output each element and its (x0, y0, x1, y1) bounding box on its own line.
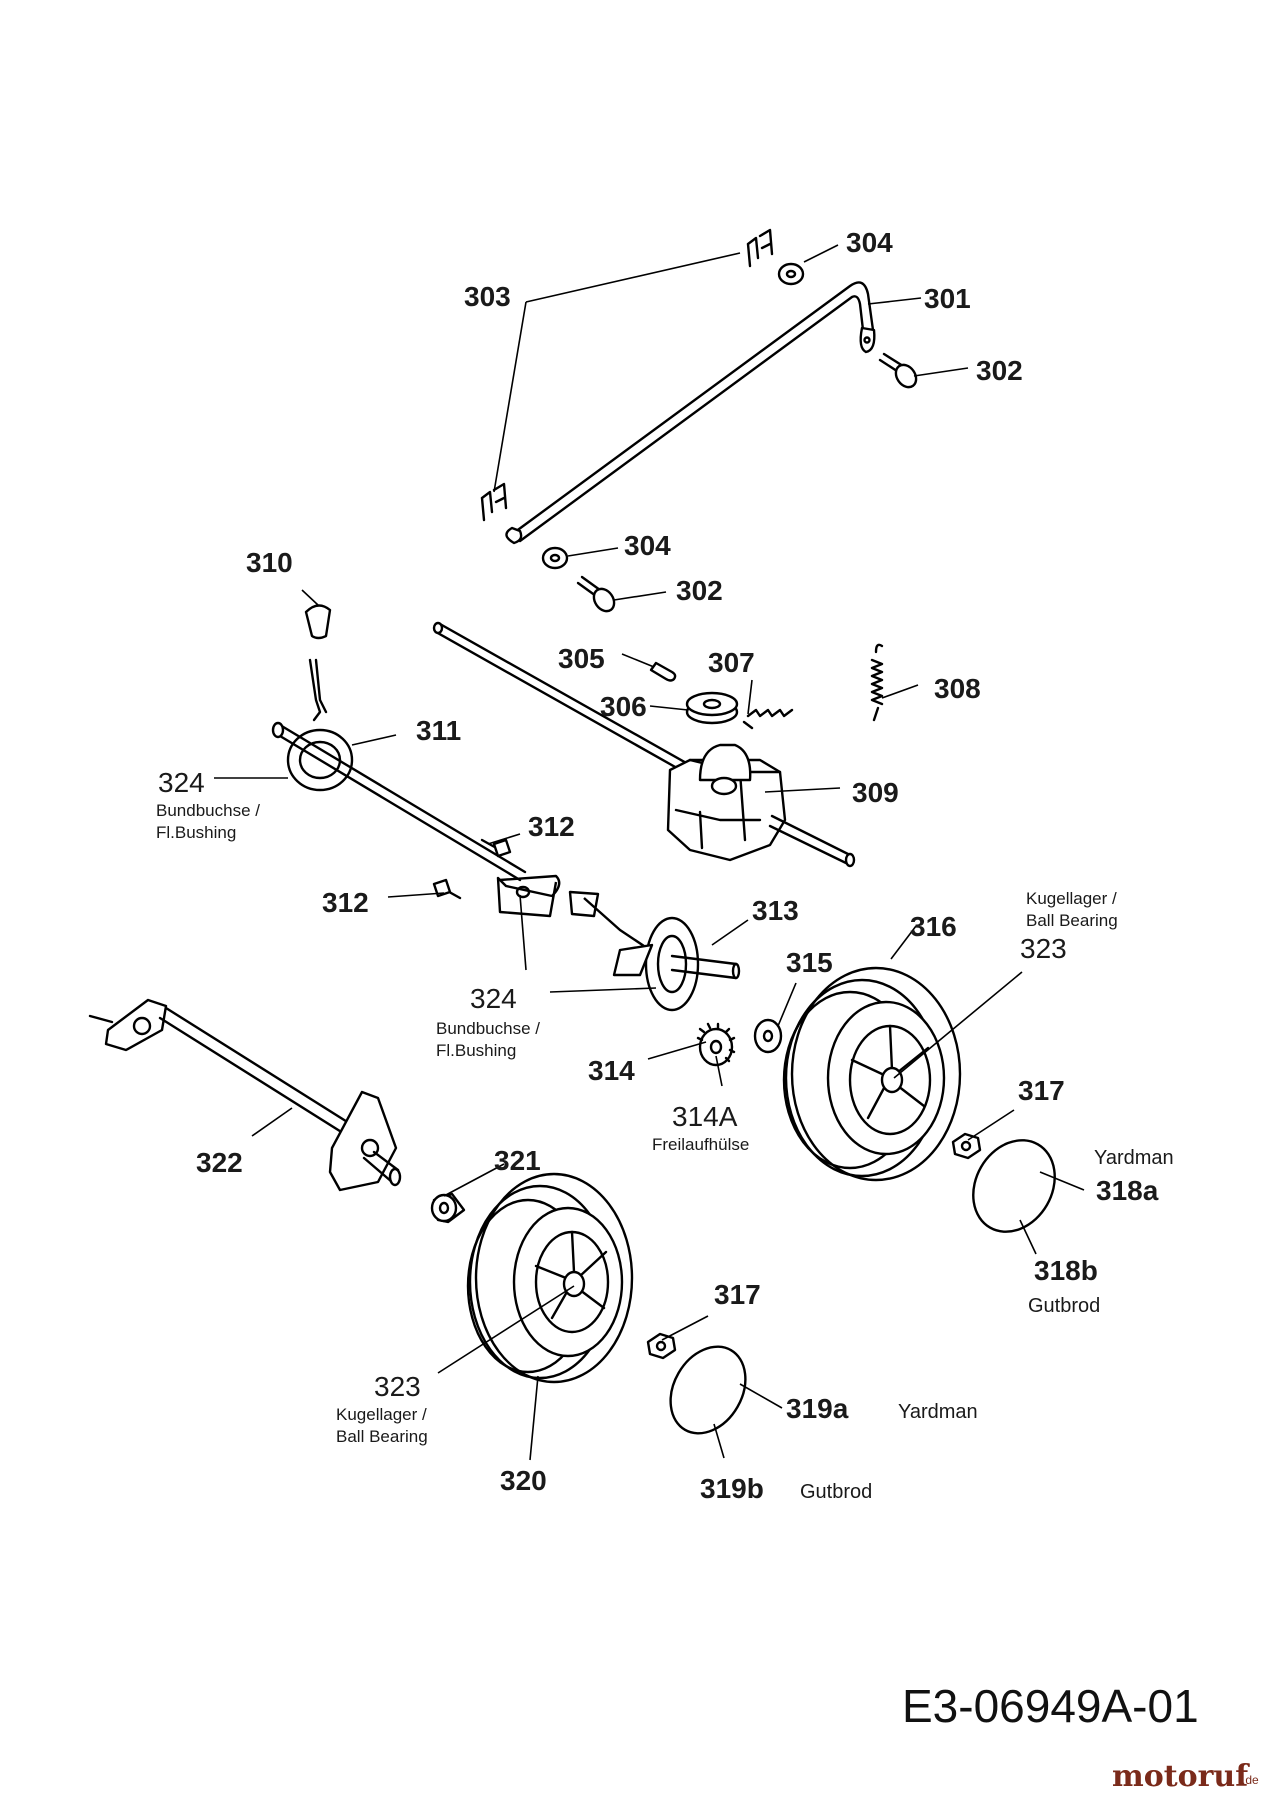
note-319b: Gutbrod (800, 1481, 872, 1503)
callout-302-upper: 302 (976, 355, 1023, 386)
callout-305: 305 (558, 643, 605, 674)
part-319-hub-cap (669, 1345, 747, 1435)
callout-304-upper: 304 (846, 227, 893, 258)
note-323-right-line1: Kugellager / (1026, 889, 1117, 908)
part-307-spring-small (742, 708, 794, 730)
note-314A: Freilaufhülse (652, 1135, 749, 1154)
part-312-screw-upper (480, 838, 512, 858)
part-304-washer-upper (777, 262, 805, 286)
note-323-left-line2: Ball Bearing (336, 1427, 428, 1446)
callout-322: 322 (196, 1147, 243, 1178)
callout-317-right: 317 (1018, 1075, 1065, 1106)
callout-notes: Bundbuchse / Fl.Bushing Bundbuchse / Fl.… (156, 801, 1174, 1503)
callout-316: 316 (910, 911, 957, 942)
note-319a: Yardman (898, 1401, 978, 1423)
document-number: E3-06949A-01 (902, 1680, 1199, 1732)
callout-323-left: 323 (374, 1371, 421, 1402)
callout-307: 307 (708, 647, 755, 678)
watermark-tld: .de (1242, 1773, 1259, 1787)
part-320-wheel (466, 1172, 634, 1384)
callout-301: 301 (924, 283, 971, 314)
part-303-clip-lower (480, 482, 508, 522)
callout-308: 308 (934, 673, 981, 704)
note-323-left-line1: Kugellager / (336, 1405, 427, 1424)
callout-304-lower: 304 (624, 530, 671, 561)
callout-318b: 318b (1034, 1255, 1098, 1286)
part-317-nut-right (951, 1132, 982, 1160)
part-309-shaft (432, 621, 706, 783)
callout-317-left: 317 (714, 1279, 761, 1310)
callout-324-center: 324 (470, 983, 517, 1014)
callout-labels: 303 304 301 302 304 302 310 305 307 308 … (158, 227, 1159, 1504)
callout-312-upper: 312 (528, 811, 575, 842)
note-324-left-line2: Fl.Bushing (156, 823, 236, 842)
callout-320: 320 (500, 1465, 547, 1496)
callout-318a: 318a (1096, 1175, 1159, 1206)
callout-319b: 319b (700, 1473, 764, 1504)
note-318a: Yardman (1094, 1147, 1174, 1169)
part-324-bracket-plate (496, 874, 561, 918)
note-324-center-line2: Fl.Bushing (436, 1041, 516, 1060)
callout-319a: 319a (786, 1393, 849, 1424)
part-302-pin-lower (576, 575, 616, 613)
part-322-front-axle (88, 998, 402, 1192)
watermark-brand: motoruf (1112, 1759, 1250, 1794)
callout-306: 306 (600, 691, 647, 722)
callout-323-right: 323 (1020, 933, 1067, 964)
callout-303: 303 (464, 281, 511, 312)
part-321-spacer (430, 1192, 466, 1224)
callout-313: 313 (752, 895, 799, 926)
callout-321: 321 (494, 1145, 541, 1176)
part-301-lever-rod (505, 281, 876, 545)
note-324-left-line1: Bundbuchse / (156, 801, 260, 820)
callout-309: 309 (852, 777, 899, 808)
motoruf-watermark: motoruf .de (1112, 1759, 1259, 1794)
part-314-gear (696, 1022, 736, 1067)
part-310-knob (304, 604, 332, 640)
part-311-lever-disc (271, 658, 527, 882)
callout-324-left: 324 (158, 767, 205, 798)
callout-314A: 314A (672, 1101, 738, 1132)
part-315-washer (753, 1018, 783, 1054)
part-309-gearbox (666, 743, 856, 868)
part-305-roll-pin (649, 661, 677, 682)
part-316-wheel (782, 966, 962, 1182)
note-324-center-line1: Bundbuchse / (436, 1019, 540, 1038)
note-318b: Gutbrod (1028, 1295, 1100, 1317)
leader-lines (214, 244, 1085, 1461)
part-303-clip-upper (746, 228, 774, 268)
callout-314: 314 (588, 1055, 635, 1086)
part-308-extension-spring (870, 643, 884, 722)
part-306-pulley (685, 691, 739, 725)
callout-312-lower: 312 (322, 887, 369, 918)
callout-315: 315 (786, 947, 833, 978)
note-323-right-line2: Ball Bearing (1026, 911, 1118, 930)
part-317-nut-left (646, 1332, 677, 1360)
part-304-washer-lower (541, 546, 569, 570)
part-302-pin-upper (878, 352, 918, 389)
callout-310: 310 (246, 547, 293, 578)
callout-302-lower: 302 (676, 575, 723, 606)
part-313-drive-disc (568, 890, 741, 1012)
part-318-hub-cap (972, 1139, 1056, 1233)
callout-311: 311 (416, 715, 461, 746)
part-312-screw-lower (432, 878, 462, 900)
